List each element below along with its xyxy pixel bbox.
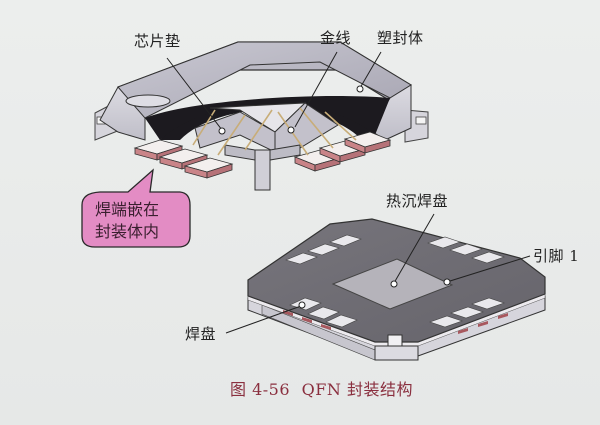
label-mold-body: 塑封体 [377,29,424,47]
bottom-view-package [225,213,546,361]
leader-lines-bottom [225,213,531,334]
label-pin-1: 引脚 1 [533,247,580,265]
caption-title: QFN 封装结构 [301,380,413,399]
callout-line-1: 焊端嵌在 [94,200,159,219]
pads-lower-right [429,297,505,328]
lead-ends [283,310,508,334]
figure-caption: 图 4-56 QFN 封装结构 [230,376,419,400]
leads-left [133,139,234,179]
cutaway-package [94,41,429,191]
leads-right [293,131,392,172]
callout-line-2: 封装体内 [94,222,159,241]
caption-number: 图 4-56 [230,380,291,399]
leader-lines-top [166,51,382,131]
pads-upper-right [427,236,505,264]
label-pad: 焊盘 [185,325,217,343]
label-thermal-pad: 热沉焊盘 [386,192,449,210]
label-gold-wire: 金线 [320,29,352,47]
label-die-pad: 芯片垫 [134,32,181,50]
callout-bubble [81,168,191,248]
pads-upper-left [285,234,362,265]
callout-text: 焊端嵌在 封装体内 [77,199,177,243]
